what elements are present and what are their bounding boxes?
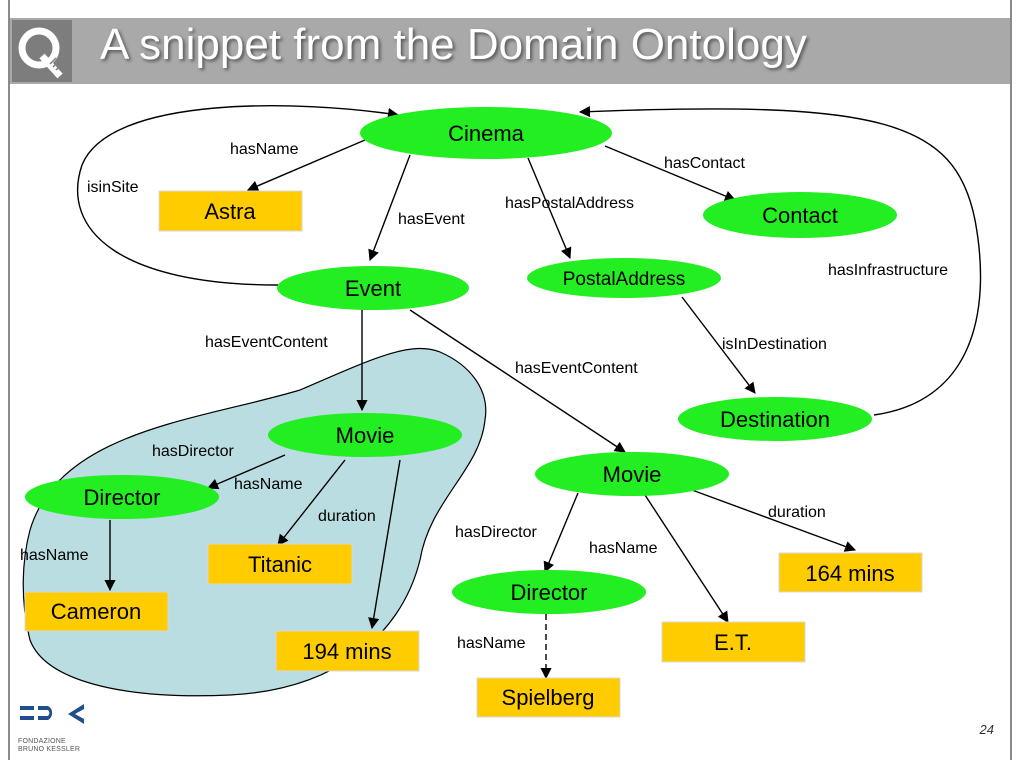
fbk-logo-line1: FONDAZIONE xyxy=(18,738,66,745)
edge-cinema-hasname xyxy=(246,139,366,192)
edge-label-movie-right-duration: duration xyxy=(768,504,826,521)
fbk-logo-text: FONDAZIONE BRUNO KESSLER xyxy=(18,738,80,754)
edge-cinema-haspostal xyxy=(527,157,572,260)
node-movie-right-shape xyxy=(535,452,729,496)
edge-hasinfrastructure xyxy=(578,106,982,416)
edge-movie-right-hasdirector xyxy=(543,492,579,574)
node-director-right-shape xyxy=(452,570,646,614)
node-postal-address: PostalAddress xyxy=(563,269,686,290)
node-contact-shape xyxy=(703,192,897,238)
node-cinema-shape xyxy=(360,107,612,159)
edge-label-hasinfrastructure: hasInfrastructure xyxy=(828,262,948,279)
node-event-shape xyxy=(277,266,469,310)
edge-issite xyxy=(77,105,400,286)
node-164-shape xyxy=(778,552,923,593)
slide-frame xyxy=(8,0,1012,760)
node-movie-left: Movie xyxy=(336,423,395,448)
node-164-mins: 164 mins xyxy=(805,561,894,586)
edge-cinema-hascontact xyxy=(604,145,737,202)
edge-movie-left-hasdirector xyxy=(206,454,286,490)
edge-isindestination xyxy=(681,296,756,394)
page-number: 24 xyxy=(979,722,994,737)
node-director-left-shape xyxy=(25,475,219,519)
edge-event-content-right xyxy=(409,309,626,453)
node-movie-left-shape xyxy=(268,413,462,457)
edge-label-event-content-left: hasEventContent xyxy=(205,334,328,351)
edge-label-event-content-right: hasEventContent xyxy=(515,360,638,377)
edge-label-movie-left-hasdirector: hasDirector xyxy=(152,443,234,460)
node-194-shape xyxy=(275,630,420,672)
edge-label-movie-right-hasname: hasName xyxy=(589,540,658,557)
node-cinema: Cinema xyxy=(448,121,525,146)
edge-label-hasevent: hasEvent xyxy=(398,211,465,228)
edge-movie-left-hasname xyxy=(277,459,346,546)
edge-label-cinema-hasname: hasName xyxy=(230,141,299,158)
edge-label-movie-right-hasdirector: hasDirector xyxy=(455,524,537,541)
q-logo-icon xyxy=(18,27,63,79)
node-destination-shape xyxy=(678,397,872,441)
edge-label-hascontact: hasContact xyxy=(664,155,745,172)
node-astra-shape xyxy=(158,190,303,232)
node-spielberg: Spielberg xyxy=(502,685,595,710)
node-director-right: Director xyxy=(510,580,587,605)
node-cameron: Cameron xyxy=(51,599,141,624)
node-titanic: Titanic xyxy=(248,552,312,577)
edge-label-isindestination: isInDestination xyxy=(722,336,827,353)
edge-label-movie-left-duration: duration xyxy=(318,508,376,525)
edge-label-haspostal: hasPostalAddress xyxy=(505,195,634,212)
node-postal-shape xyxy=(527,258,721,298)
title-bar xyxy=(10,18,1010,84)
node-astra: Astra xyxy=(204,199,256,224)
node-et: E.T. xyxy=(714,630,752,655)
edge-label-movie-left-hasname: hasName xyxy=(234,476,303,493)
fbk-logo-icon xyxy=(20,704,84,724)
fbk-logo-line2: BRUNO KESSLER xyxy=(18,746,81,753)
node-cameron-shape xyxy=(24,591,169,632)
node-destination: Destination xyxy=(720,407,830,432)
node-event: Event xyxy=(345,276,401,301)
edge-cinema-hasevent xyxy=(368,154,411,262)
node-et-shape xyxy=(661,621,806,663)
node-titanic-shape xyxy=(207,543,353,585)
edge-label-director-left-hasname: hasName xyxy=(20,547,89,564)
node-194-mins: 194 mins xyxy=(302,639,391,664)
edge-label-director-right-hasname: hasName xyxy=(457,635,526,652)
edge-label-issite: isinSite xyxy=(87,179,139,196)
node-spielberg-shape xyxy=(476,677,621,718)
edge-movie-left-duration xyxy=(368,459,401,630)
edge-movie-right-duration xyxy=(691,489,857,552)
edge-movie-right-hasname xyxy=(644,494,729,623)
slide-title: A snippet from the Domain Ontology xyxy=(100,20,807,69)
node-contact: Contact xyxy=(762,203,838,228)
q-logo xyxy=(12,20,72,82)
node-director-left: Director xyxy=(83,485,160,510)
node-movie-right: Movie xyxy=(603,462,662,487)
